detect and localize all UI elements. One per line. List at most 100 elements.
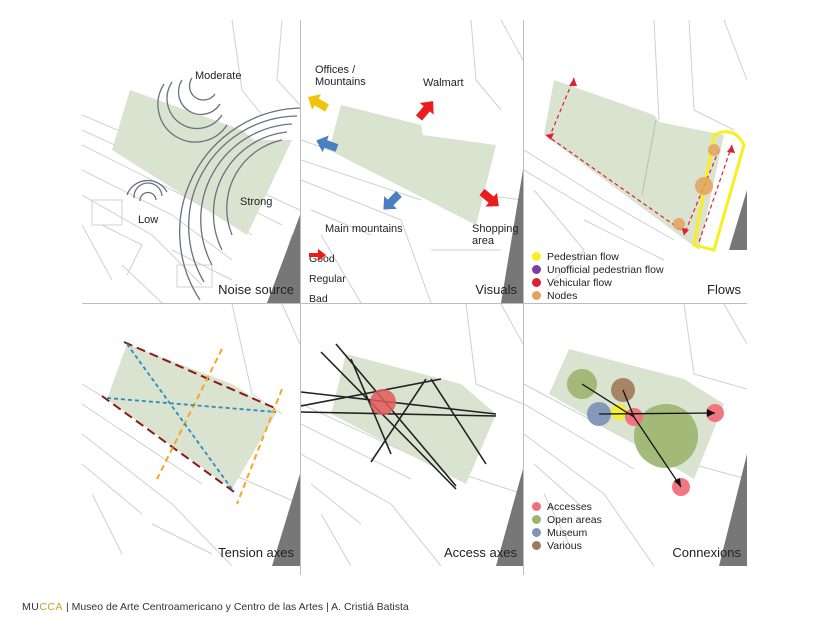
site-area — [107, 344, 277, 489]
panel-title-access: Access axes — [444, 545, 517, 560]
footer-separator-2: | — [326, 601, 329, 613]
yellow-node — [611, 404, 627, 420]
panel-flows: Pedestrian flow Unofficial pedestrian fl… — [524, 20, 747, 303]
building-dark — [267, 215, 300, 303]
panel-tension-axes: Tension axes — [82, 304, 300, 566]
panel-title-tension: Tension axes — [218, 545, 294, 560]
flows-legend: Pedestrian flow Unofficial pedestrian fl… — [532, 250, 664, 302]
label-main-mountains: Main mountains — [325, 223, 403, 235]
divider-horizontal — [82, 303, 747, 304]
legend-label-museum: Museum — [547, 526, 588, 539]
panel-title-noise: Noise source — [218, 282, 294, 297]
panel-access-axes: Access axes — [301, 304, 523, 566]
legend-label-regular: Regular — [309, 273, 346, 285]
label-offices-line1: Offices / — [315, 64, 356, 76]
unofficial-dot-icon — [532, 265, 541, 274]
legend-item-pedestrian: Pedestrian flow — [532, 250, 664, 263]
footer-museum-name: Museo de Arte Centroamericano y Centro d… — [71, 601, 324, 613]
label-shopping: Shopping area — [472, 223, 519, 247]
tension-map — [82, 304, 300, 566]
legend-label-various: Various — [547, 539, 582, 552]
connexion-arrowheads — [674, 409, 715, 487]
arrow-walmart-bad — [415, 101, 434, 121]
legend-item-bad: Bad — [309, 249, 346, 303]
legend-item-unofficial: Unofficial pedestrian flow — [532, 263, 664, 276]
visuals-legend: Good Regular Bad — [309, 249, 346, 303]
access-axis-lines — [301, 343, 497, 490]
label-strong: Strong — [240, 196, 273, 208]
site-area — [544, 80, 724, 250]
site-area — [112, 90, 292, 235]
site-area — [331, 354, 496, 484]
building-dark — [719, 454, 747, 566]
legend-label-accesses: Accesses — [547, 500, 592, 513]
panel-title-visuals: Visuals — [475, 282, 517, 297]
legend-item-accesses: Accesses — [532, 500, 602, 513]
building-dark — [272, 474, 300, 566]
tension-orange-axes — [156, 348, 283, 505]
open-area-2 — [634, 404, 698, 468]
pedestrian-flow-path — [692, 130, 746, 252]
accesses-dot-icon — [532, 502, 541, 511]
legend-item-vehicular: Vehicular flow — [532, 276, 664, 289]
brand-part-b: CCA — [39, 601, 64, 613]
access-node — [370, 389, 396, 415]
connexion-circles — [567, 369, 724, 496]
site-divider — [641, 119, 657, 196]
footer-separator-1: | — [65, 601, 69, 613]
flows-map — [524, 20, 747, 281]
legend-item-open-areas: Open areas — [532, 513, 602, 526]
panel-title-flows: Flows — [707, 282, 741, 297]
legend-label-open-areas: Open areas — [547, 513, 602, 526]
tension-blue-axes — [106, 343, 277, 493]
legend-item-various: Various — [532, 539, 602, 552]
museum-dot-icon — [532, 528, 541, 537]
connexion-lines — [581, 383, 716, 488]
vehicular-dot-icon — [532, 278, 541, 287]
legend-item-museum: Museum — [532, 526, 602, 539]
arrow-shopping-bad — [479, 188, 499, 207]
legend-label-unofficial: Unofficial pedestrian flow — [547, 263, 664, 276]
connexions-legend: Accesses Open areas Museum Various — [532, 500, 602, 552]
brand-logo: MUCCA — [22, 601, 63, 613]
noise-map — [82, 20, 300, 303]
panel-visuals: Offices / Mountains Walmart Main mountai… — [301, 20, 523, 303]
visuals-map — [301, 20, 523, 303]
nodes-dot-icon — [532, 291, 541, 300]
legend-item-nodes: Nodes — [532, 289, 664, 302]
legend-label-bad: Bad — [309, 293, 328, 303]
label-low: Low — [138, 214, 159, 226]
pedestrian-dot-icon — [532, 252, 541, 261]
noise-waves-moderate — [157, 77, 228, 143]
flow-nodes — [673, 144, 720, 230]
brand-part-a: MU — [22, 601, 40, 613]
panel-connexions: Accesses Open areas Museum Various Conne… — [524, 304, 747, 566]
arrow-left-good — [316, 135, 339, 153]
arrow-main-mountains-good — [383, 191, 402, 210]
legend-item-regular: Regular — [309, 249, 346, 289]
label-walmart: Walmart — [423, 77, 464, 89]
node-3 — [673, 218, 685, 230]
panel-title-connexions: Connexions — [672, 545, 741, 560]
building-dark — [496, 469, 523, 566]
building-dark — [729, 190, 747, 250]
label-shopping-line2: area — [472, 235, 495, 247]
various-dot-icon — [532, 541, 541, 550]
vehicular-arrowheads — [546, 78, 735, 235]
arrow-bad-icon — [309, 249, 326, 261]
legend-label-nodes: Nodes — [547, 289, 578, 302]
label-offices: Offices / Mountains — [315, 64, 366, 88]
label-shopping-line1: Shopping — [472, 223, 519, 235]
noise-waves-low — [126, 179, 168, 202]
footer-author: A. Cristiá Batista — [331, 601, 409, 613]
legend-label-pedestrian: Pedestrian flow — [547, 250, 619, 263]
access-map — [301, 304, 523, 566]
node-1 — [708, 144, 720, 156]
divider-vertical-1 — [300, 20, 301, 575]
connexions-map — [524, 304, 747, 566]
footer: MUCCA | Museo de Arte Centroamericano y … — [22, 601, 409, 613]
label-offices-line2: Mountains — [315, 76, 366, 88]
node-2 — [695, 177, 713, 195]
panel-noise-source: Moderate Low Strong Noise source — [82, 20, 300, 303]
site-area — [329, 105, 496, 225]
